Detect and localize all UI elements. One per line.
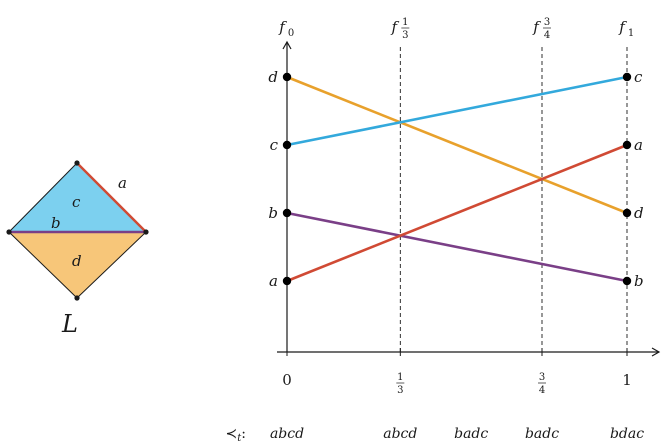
function-label-num-2: 3 <box>544 17 550 28</box>
vertex-right <box>143 229 149 235</box>
order-prefix-colon: : <box>241 426 246 442</box>
function-label-1: f <box>391 18 400 36</box>
left-dot-2 <box>282 140 292 150</box>
lattice-diagram: a b c d L <box>6 160 149 338</box>
edge-top-left <box>8 162 78 233</box>
function-label-den-1: 3 <box>402 30 408 41</box>
order-label-0: abcd <box>270 426 304 442</box>
vertex-bottom <box>74 295 80 301</box>
x-tick-num-1: 1 <box>397 372 403 383</box>
right-label-c: c <box>634 68 643 86</box>
left-dot-1 <box>282 208 292 218</box>
function-label-sub-3: 1 <box>628 28 634 39</box>
function-label-sub-0: 0 <box>288 28 294 39</box>
edge-a <box>76 162 147 233</box>
region-c <box>9 163 146 232</box>
right-label-b: b <box>634 272 644 290</box>
right-label-d: d <box>634 204 644 222</box>
function-label-num-1: 1 <box>402 17 408 28</box>
left-dot-0 <box>282 276 292 286</box>
series-line-2 <box>286 211 628 283</box>
right-dot-2 <box>622 140 632 150</box>
left-label-d: d <box>268 68 278 86</box>
x-tick-num-2: 3 <box>539 372 545 383</box>
series-line-0 <box>286 75 628 215</box>
vertex-top <box>74 160 80 166</box>
order-prefix: ≺t: <box>226 426 246 444</box>
series-line-1 <box>286 75 628 147</box>
x-tick-label-3: 1 <box>622 371 632 389</box>
vertex-left <box>6 229 12 235</box>
lattice-label-a: a <box>118 174 127 192</box>
function-label-den-2: 4 <box>544 30 550 41</box>
region-d <box>9 232 146 298</box>
lattice-label-b: b <box>51 214 61 232</box>
x-tick-den-2: 4 <box>539 385 545 396</box>
left-label-b: b <box>268 204 278 222</box>
order-label-1: abcd <box>383 426 417 442</box>
right-dot-0 <box>622 276 632 286</box>
left-dot-3 <box>282 72 292 82</box>
x-tick-den-1: 3 <box>397 385 403 396</box>
edge-bottom-left <box>8 231 78 299</box>
x-tick-label-0: 0 <box>282 371 292 389</box>
order-prefix-symbol: ≺ <box>226 426 238 442</box>
left-label-c: c <box>270 136 279 154</box>
right-dot-1 <box>622 208 632 218</box>
function-label-2: f <box>532 18 541 36</box>
lattice-name: L <box>61 310 78 338</box>
left-label-a: a <box>269 272 278 290</box>
right-label-a: a <box>634 136 643 154</box>
order-label-3: badc <box>525 426 559 442</box>
function-label-3: f <box>618 18 627 36</box>
lattice-label-d: d <box>72 252 82 270</box>
x-axis-arrow <box>651 347 661 357</box>
order-label-2: badc <box>454 426 488 442</box>
series-line-3 <box>286 143 628 283</box>
right-dot-3 <box>622 72 632 82</box>
order-prefix-sub: t <box>237 433 242 444</box>
function-label-0: f <box>278 18 287 36</box>
lattice-label-c: c <box>72 193 81 211</box>
y-axis-arrow <box>282 40 292 50</box>
order-label-4: bdac <box>610 426 644 442</box>
edge-bottom-right <box>76 231 147 299</box>
